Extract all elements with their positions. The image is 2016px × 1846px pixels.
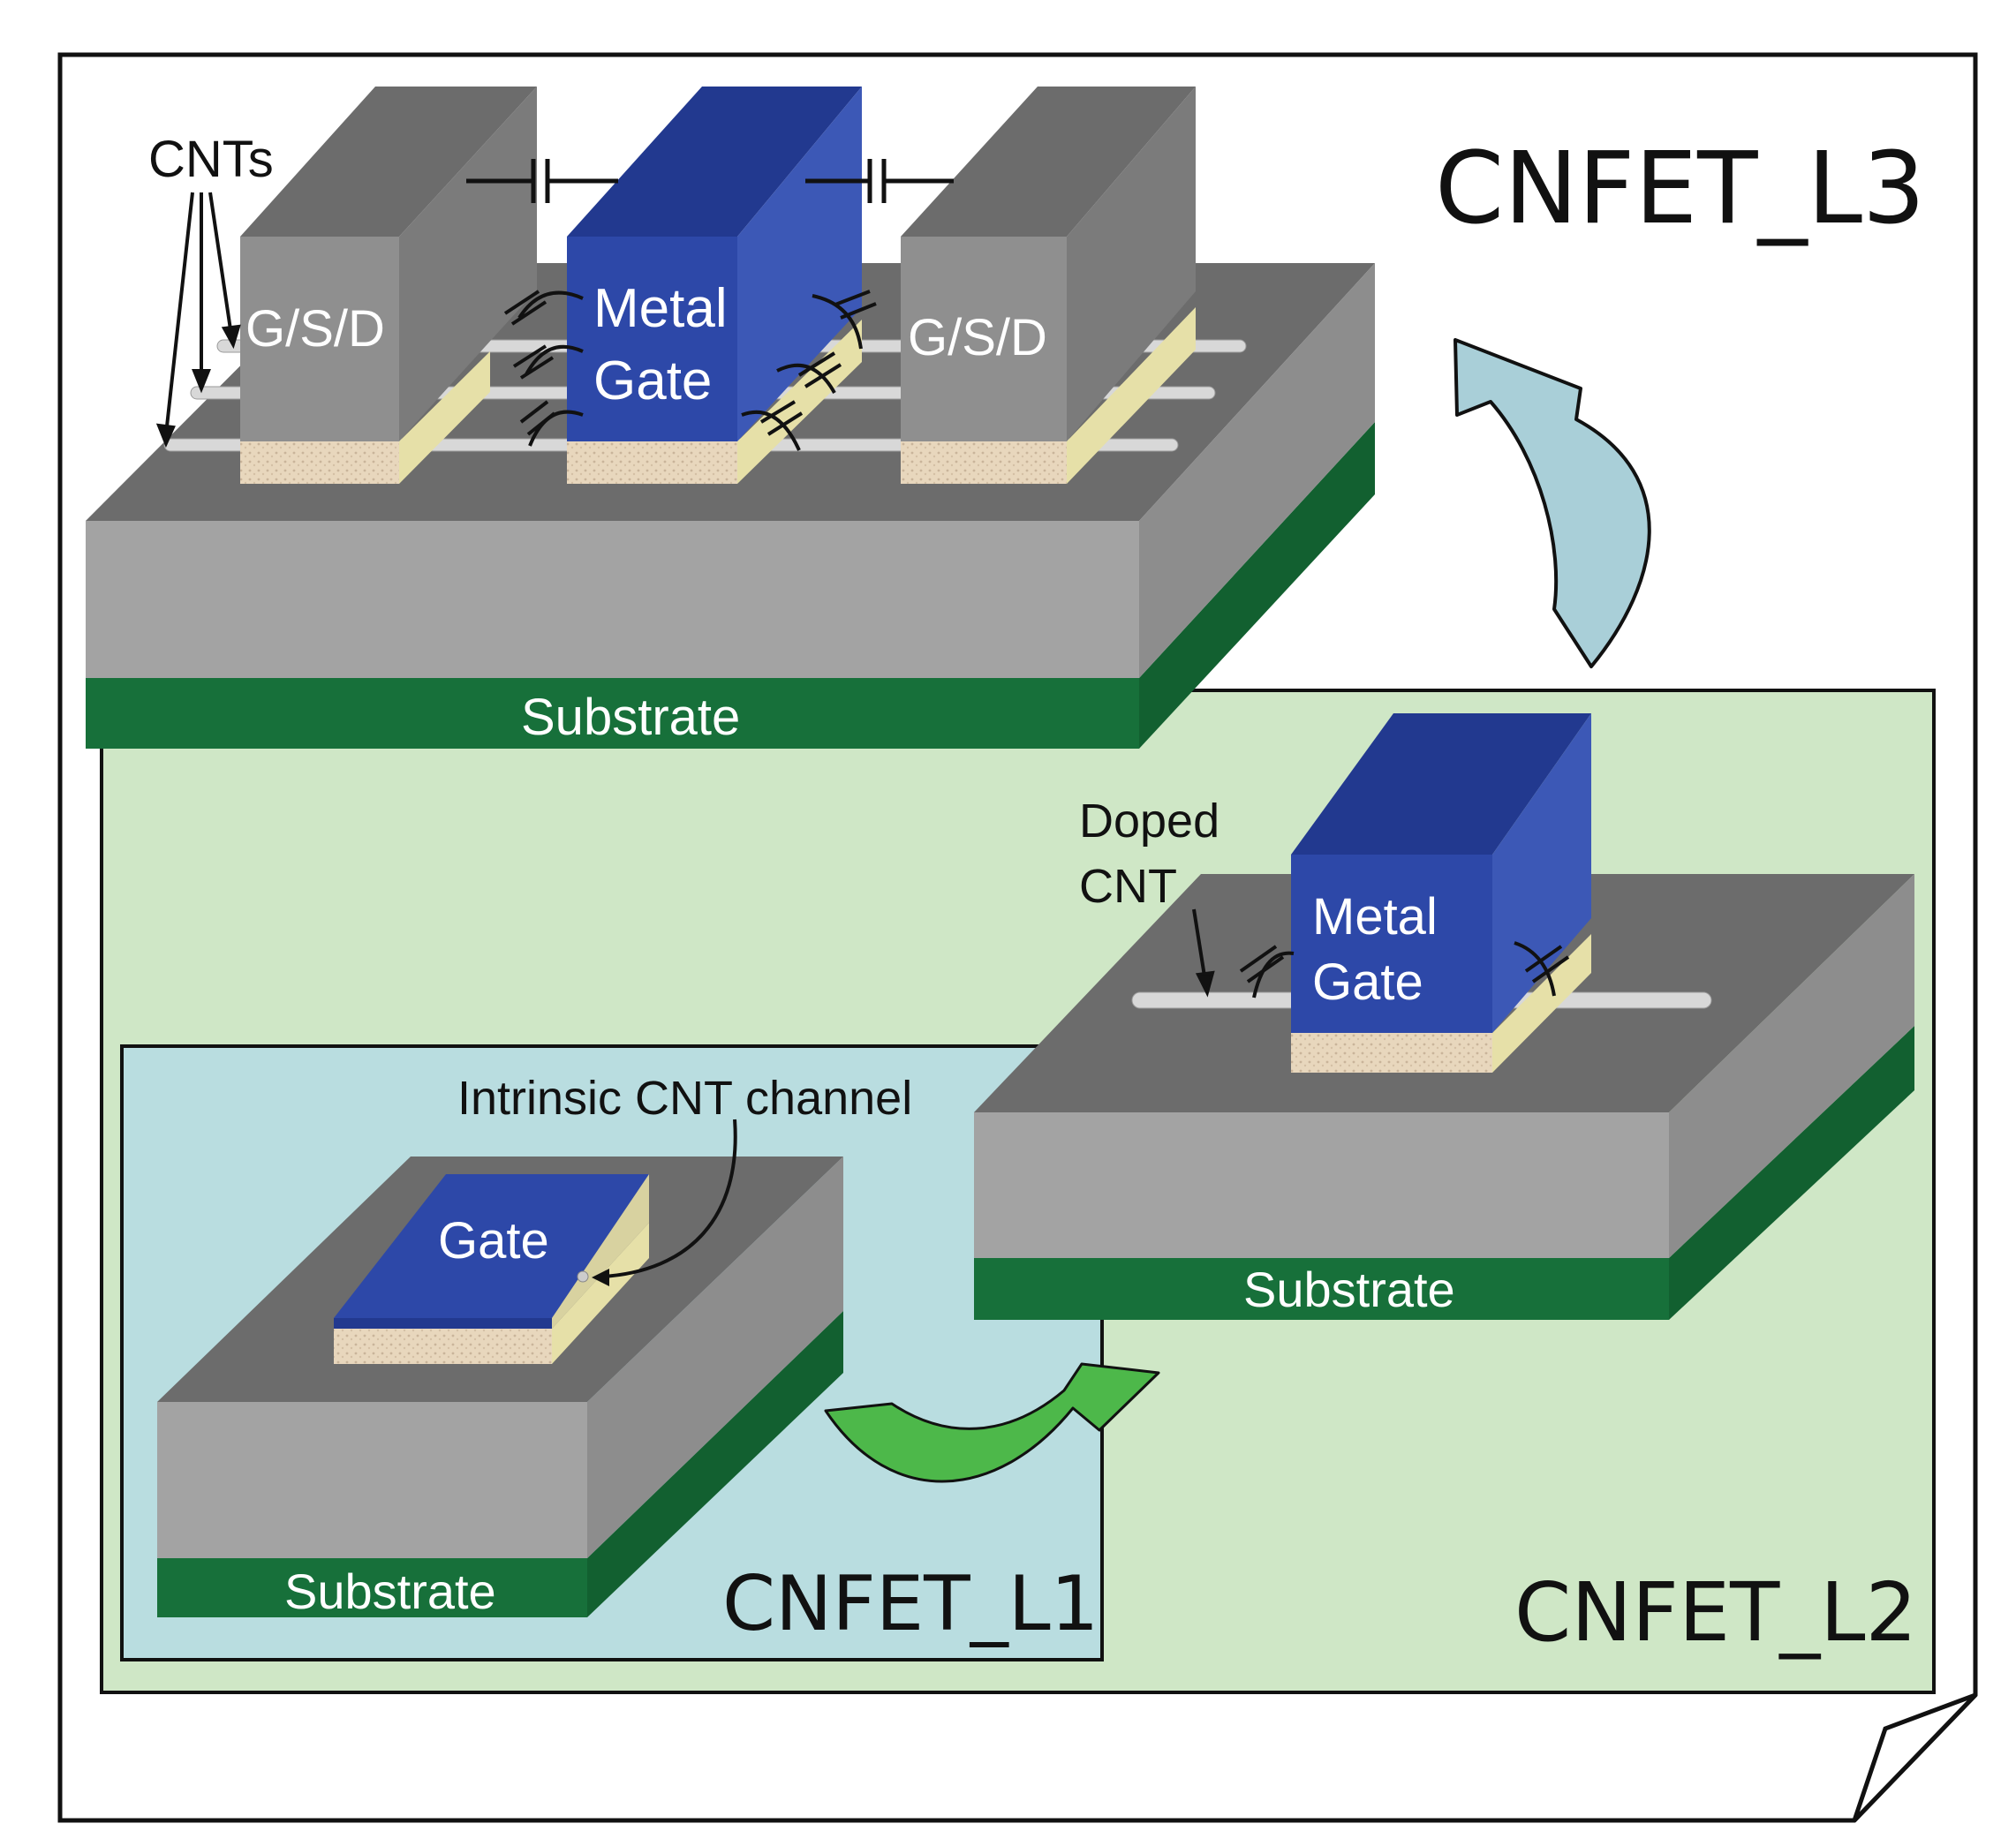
l1-oxide-right [587,1157,843,1558]
l2-oxide-right [1669,874,1914,1258]
l1-substrate-right [587,1311,843,1617]
l3-gsd-right-front [901,237,1067,441]
l3-gsd-right-side [1067,87,1196,441]
l3-gsd-right-label: G/S/D [908,309,1047,366]
channel-pointer-arrow [601,1119,737,1278]
l3-oxide-front [86,521,1139,678]
intrinsic-channel-label: Intrinsic CNT channel [457,1072,912,1125]
fringe-capacitor-icon [741,290,877,451]
arrow-l2-to-l3-icon [1453,338,1651,668]
l1-substrate-label: Substrate [284,1563,496,1619]
l3-metal-gate-front [567,237,737,441]
l2-oxide-front [974,1112,1669,1258]
l3-substrate-label: Substrate [521,689,740,746]
l3-metal-gate-top [567,87,862,237]
l3-metal-gate-label-line2: Gate [593,350,712,411]
l2-device [974,713,1914,1320]
l3-gsd-left-side [399,87,537,441]
l1-gate-front [334,1318,552,1329]
l1-intrinsic-channel-dot [577,1270,589,1283]
fringe-capacitor-icon [1239,945,1295,998]
l3-gsd-left-label: G/S/D [245,300,385,358]
capacitor-icon [466,159,618,203]
l1-oxide-front [157,1402,587,1558]
l2-metal-gate-label-line2: Gate [1312,953,1423,1011]
l3-substrate-right [1139,422,1375,749]
l2-substrate-front [974,1258,1669,1320]
l3-metal-gate-label-line1: Metal [593,278,728,339]
fringe-capacitor-icon [1514,941,1570,997]
l2-metal-gate-label-line1: Metal [1312,888,1438,946]
page-curl [1852,1692,1977,1822]
doped-cnt-pointer-arrow [1192,908,1215,998]
cnts-pointer-arrows [155,192,241,448]
fringe-capacitor-icon [503,290,584,447]
l2-substrate-label: Substrate [1243,1262,1455,1317]
doped-cnt-label-line2: CNT [1079,860,1177,913]
l3-oxide-right [1139,263,1375,678]
l1-level-title: CNFET_L1 [722,1560,1099,1648]
l3-level-title: CNFET_L3 [1435,132,1925,246]
l2-metal-gate-side [1492,713,1591,1033]
l3-gsd-left-front [240,237,399,441]
arrow-l1-to-l2-icon [824,1362,1160,1483]
l3-device [86,87,1375,749]
l2-metal-gate-top [1291,713,1591,855]
capacitor-icon [805,159,954,203]
l3-gsd-right-top [901,87,1196,237]
l2-substrate-right [1669,1026,1914,1320]
l3-substrate-front [86,678,1139,749]
cnts-label: CNTs [148,131,274,188]
l1-gate-label: Gate [438,1212,549,1270]
l1-device [157,1119,843,1617]
l3-gsd-left-top [240,87,537,237]
l2-level-title: CNFET_L2 [1514,1565,1917,1660]
l1-gate-top [334,1174,649,1318]
l2-metal-gate-front [1291,855,1492,1033]
doped-cnt-label-line1: Doped [1079,795,1219,848]
l3-metal-gate-side [737,87,862,441]
l1-gate-side [552,1174,649,1329]
l1-substrate-front [157,1558,587,1617]
